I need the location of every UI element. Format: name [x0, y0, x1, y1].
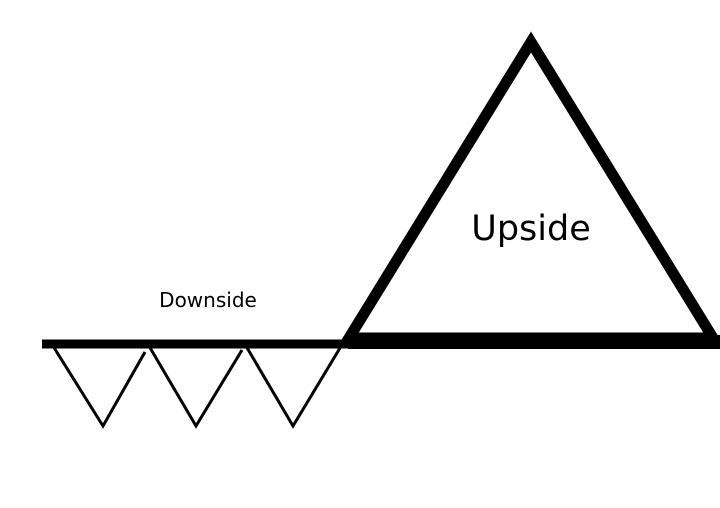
downside-triangle [51, 345, 147, 429]
downside-triangles [51, 345, 342, 429]
upside-label: Upside [471, 209, 591, 249]
downside-label: Downside [159, 288, 257, 312]
downside-triangle [147, 345, 244, 429]
downside-triangle [244, 345, 342, 429]
upside-triangle [339, 31, 720, 344]
